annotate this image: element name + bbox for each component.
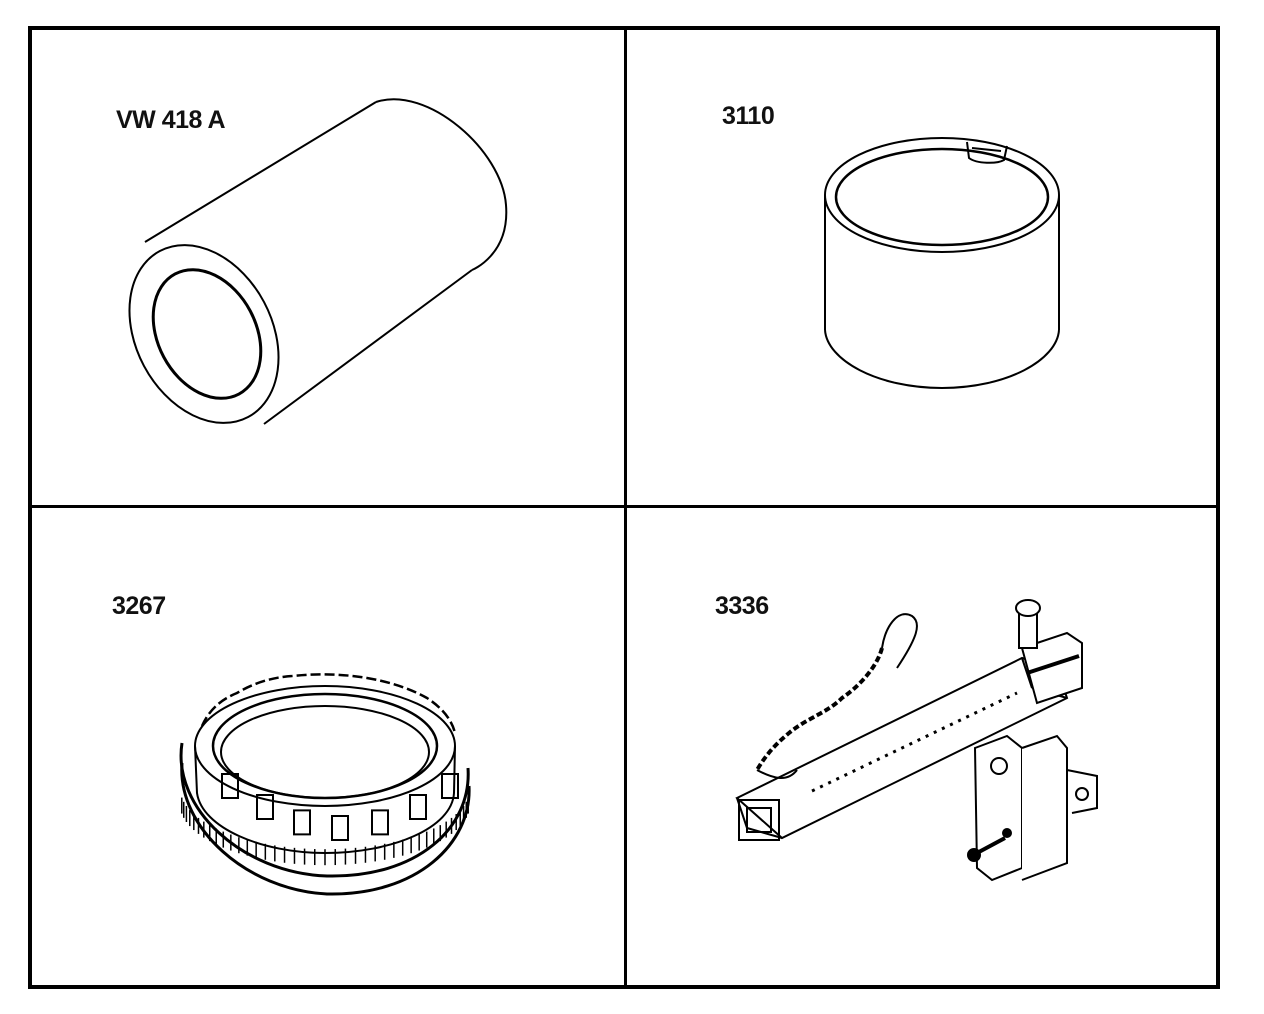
tool-sheet: VW 418 A 3110 xyxy=(28,26,1220,989)
ring-slot xyxy=(294,810,310,834)
tool-cell-3110: 3110 xyxy=(627,30,1216,505)
ring-slot xyxy=(372,810,388,834)
ring-slot xyxy=(257,795,273,819)
tool-label: 3267 xyxy=(112,592,166,620)
ring-slot xyxy=(222,774,238,798)
cup-icon xyxy=(627,30,1216,505)
ring-slot xyxy=(442,774,458,798)
grid-divider-horizontal xyxy=(32,505,1216,508)
tool-label: 3110 xyxy=(722,102,775,130)
tool-label: VW 418 A xyxy=(116,106,226,134)
tool-label: 3336 xyxy=(715,592,769,620)
tool-cell-3336: 3336 xyxy=(627,508,1216,985)
ring-gear-icon xyxy=(32,508,624,985)
ring-slot xyxy=(332,816,348,840)
cylinder-sleeve-icon xyxy=(32,30,624,505)
lifting-bracket-icon xyxy=(627,508,1216,985)
tool-cell-vw418a: VW 418 A xyxy=(32,30,624,505)
ring-slot xyxy=(410,795,426,819)
tool-cell-3267: 3267 xyxy=(32,508,624,985)
